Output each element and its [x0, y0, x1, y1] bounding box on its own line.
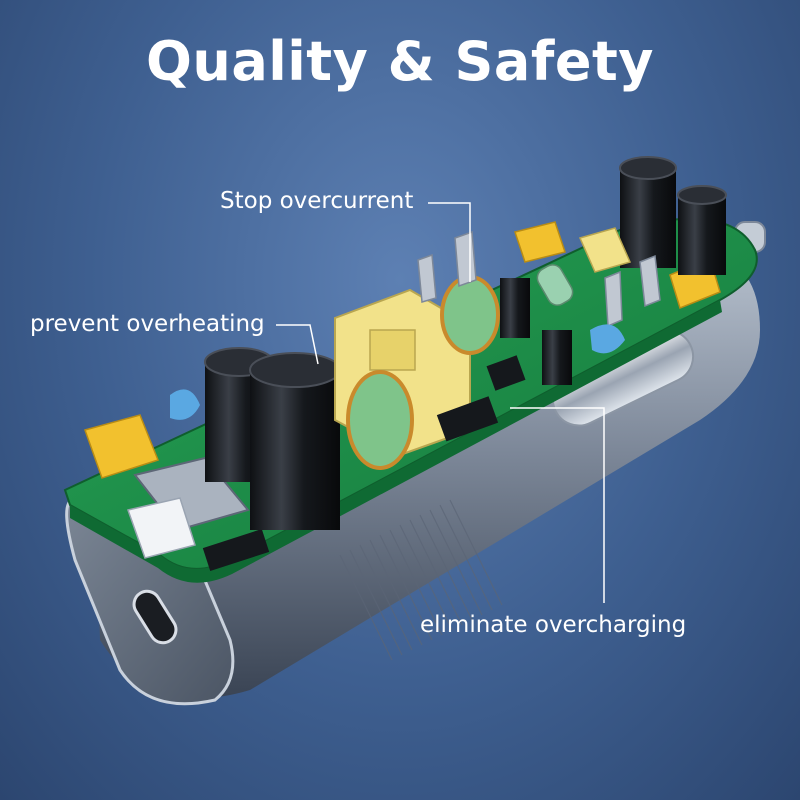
- capacitors: [204, 156, 727, 530]
- callout-eliminate-overcharging: eliminate overcharging: [420, 612, 687, 638]
- callout-prevent-overheating: prevent overheating: [30, 311, 265, 337]
- silver-pins: [417, 230, 661, 328]
- callout-stop-overcurrent: Stop overcurrent: [220, 188, 414, 214]
- shell-ribs: [339, 499, 503, 661]
- blue-capacitors: [170, 324, 625, 420]
- copper-coils: [346, 275, 500, 470]
- resistor: [536, 264, 574, 306]
- callout-lines: [276, 202, 605, 603]
- ic-chips: [436, 355, 526, 442]
- usb-c-port: [132, 589, 178, 645]
- ic-chip-small: [202, 529, 270, 571]
- page-title: Quality & Safety: [146, 30, 654, 93]
